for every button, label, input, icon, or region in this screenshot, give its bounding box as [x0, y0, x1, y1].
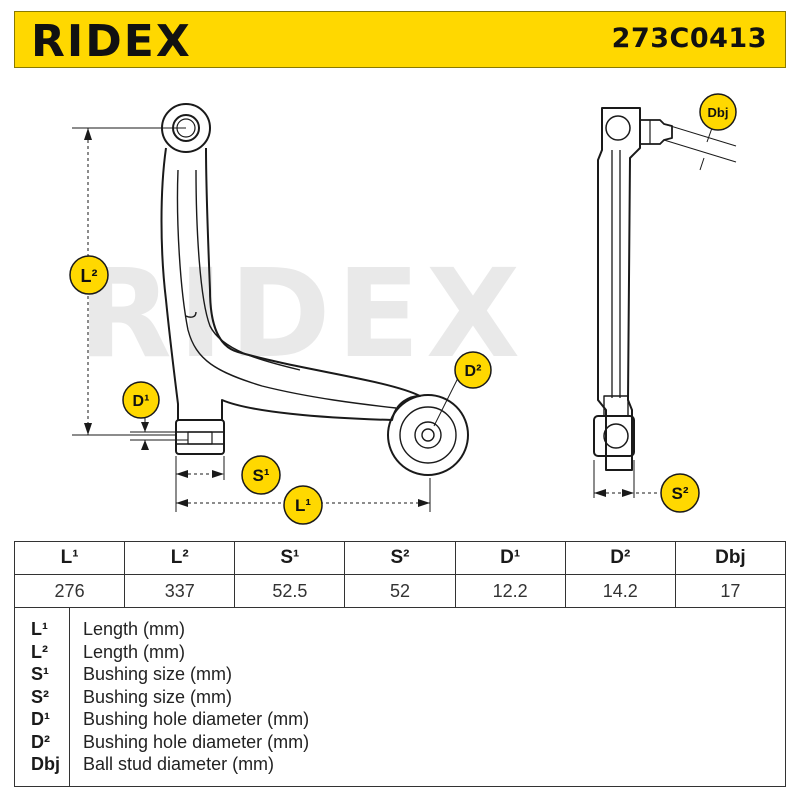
legend-row: D¹ Bushing hole diameter (mm): [15, 709, 785, 731]
legend-description: Bushing hole diameter (mm): [83, 732, 310, 752]
legend-description: Bushing size (mm): [83, 664, 233, 684]
legend-row: S¹ Bushing size (mm): [15, 664, 785, 686]
spec-header: S¹: [234, 541, 346, 575]
legend-row: Dbj Ball stud diameter (mm): [15, 754, 785, 776]
label-L1: L¹: [295, 496, 311, 515]
spec-table-value-row: 276 337 52.5 52 12.2 14.2 17: [13, 574, 787, 608]
part-number: 273C0413: [611, 23, 767, 54]
spec-table-header-row: L¹ L² S¹ S² D¹ D² Dbj: [13, 541, 787, 575]
legend-symbol: L²: [31, 642, 48, 662]
legend: L¹ Length (mm) L² Length (mm) S¹ Bushing…: [14, 607, 786, 787]
header-bar: RIDEX 273C0413: [14, 11, 786, 68]
spec-value: 17: [674, 574, 787, 608]
spec-header: D²: [564, 541, 676, 575]
brand-logo: RIDEX: [31, 16, 192, 67]
legend-row: L¹ Length (mm): [15, 619, 785, 641]
watermark: RIDEX: [78, 243, 526, 385]
label-Dbj-badge: Dbj: [699, 93, 737, 131]
spec-value: 52: [344, 574, 456, 608]
legend-row: S² Bushing size (mm): [15, 687, 785, 709]
spec-table: L¹ L² S¹ S² D¹ D² Dbj 276 337 52.5 52 12…: [13, 541, 787, 608]
legend-symbol: D¹: [31, 709, 50, 729]
legend-divider: [69, 607, 70, 786]
legend-symbol: D²: [31, 732, 50, 752]
spec-header: L¹: [13, 541, 126, 575]
label-D2-badge: D²: [454, 351, 492, 389]
legend-description: Bushing hole diameter (mm): [83, 709, 310, 729]
dimension-arrows: [84, 128, 634, 507]
spec-header: S²: [344, 541, 456, 575]
spec-value: 14.2: [564, 574, 676, 608]
label-S2-badge: S²: [660, 473, 700, 513]
legend-row: L² Length (mm): [15, 642, 785, 664]
spec-value: 12.2: [454, 574, 566, 608]
label-Dbj: Dbj: [708, 105, 729, 120]
legend-description: Bushing size (mm): [83, 687, 233, 707]
spec-header: D¹: [454, 541, 566, 575]
legend-symbol: L¹: [31, 619, 48, 639]
legend-symbol: Dbj: [31, 754, 60, 774]
spec-value: 276: [13, 574, 126, 608]
rear-bushing: [175, 419, 225, 455]
control-arm-side-view: [593, 107, 673, 471]
front-bushing: [387, 394, 469, 476]
legend-description: Ball stud diameter (mm): [83, 754, 275, 774]
label-S1: S¹: [253, 466, 270, 485]
legend-description: Length (mm): [83, 619, 186, 639]
spec-header: Dbj: [674, 541, 787, 575]
legend-symbol: S²: [31, 687, 49, 707]
label-S1-badge: S¹: [241, 455, 281, 495]
spec-header: L²: [124, 541, 236, 575]
label-D2: D²: [465, 363, 482, 380]
label-D1-badge: D¹: [122, 381, 160, 419]
legend-row: D² Bushing hole diameter (mm): [15, 732, 785, 754]
technical-drawing: RIDEX: [69, 93, 737, 525]
label-L2-badge: L²: [69, 255, 109, 295]
spec-value: 337: [124, 574, 236, 608]
label-L1-badge: L¹: [283, 485, 323, 525]
label-L2: L²: [81, 266, 98, 286]
label-D1: D¹: [133, 393, 150, 410]
legend-symbol: S¹: [31, 664, 49, 684]
legend-description: Length (mm): [83, 642, 186, 662]
spec-value: 52.5: [234, 574, 346, 608]
label-S2: S²: [672, 484, 689, 503]
